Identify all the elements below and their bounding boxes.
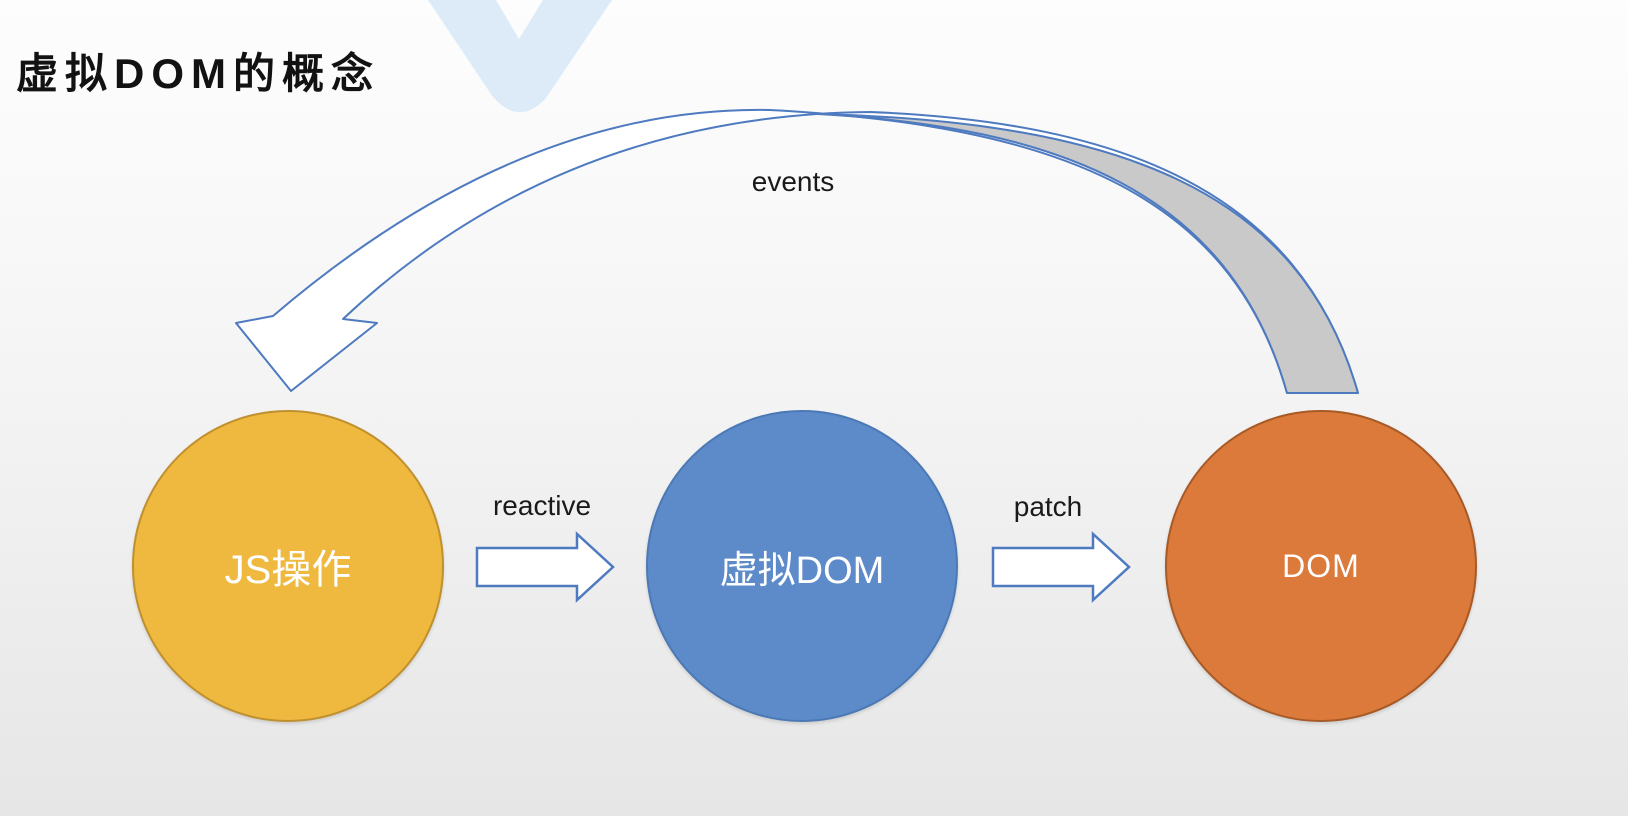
v-logo-watermark-icon (428, 0, 612, 113)
node-vdom-circle: 虚拟DOM (646, 410, 958, 722)
edge-label-patch: patch (1013, 491, 1083, 522)
events-curved-arrow-tail (817, 113, 1359, 394)
edge-label-events: events (751, 166, 835, 197)
node-dom-circle: DOM (1165, 410, 1477, 722)
edge-label-reactive: reactive (492, 490, 592, 521)
reactive-block-arrow-icon (475, 531, 615, 603)
patch-block-arrow-icon (991, 531, 1131, 603)
node-dom-label: DOM (1282, 547, 1360, 584)
node-js-label: JS操作 (224, 548, 352, 592)
events-curved-arrow-body (235, 108, 1359, 394)
node-js-circle: JS操作 (132, 410, 444, 722)
page-title: 虚拟DOM的概念 (16, 50, 380, 98)
node-vdom-label: 虚拟DOM (719, 549, 885, 592)
